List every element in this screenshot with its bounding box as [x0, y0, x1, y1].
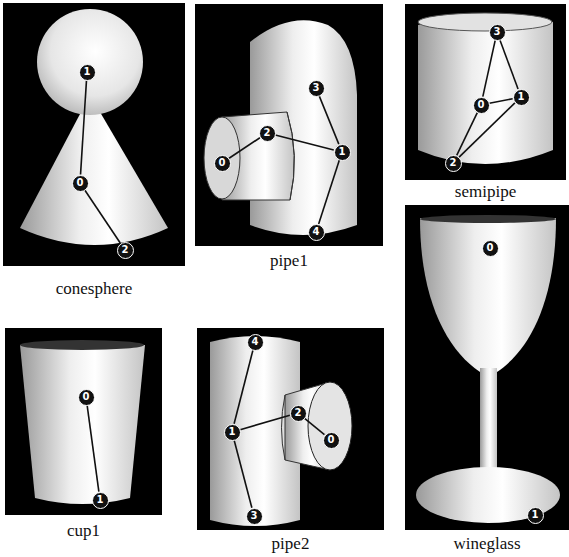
graph-edge [319, 96, 339, 144]
node-number: 2 [450, 158, 457, 168]
node-number: 3 [494, 27, 501, 37]
node-number: 2 [264, 128, 271, 138]
node-circle: 2 [117, 242, 134, 259]
node-number: 2 [122, 245, 129, 255]
node-number: 1 [339, 147, 346, 157]
object-name: pipe2 [270, 535, 312, 554]
node-number: 0 [487, 243, 494, 253]
node-circle: 0 [473, 97, 490, 114]
node-number: 1 [229, 427, 236, 437]
node-number: 1 [532, 510, 539, 520]
object-panel: semipipe3012 [405, 4, 566, 180]
object-panel: pipe132014 [195, 4, 383, 246]
object-panel: pipe241203 [197, 328, 384, 530]
graph-edge [234, 350, 253, 424]
node-number: 1 [84, 67, 91, 77]
object-panel: cup101 [5, 328, 162, 515]
node-circle: 0 [72, 175, 89, 192]
object-panel: wineglass01 [405, 205, 569, 530]
node-circle: 0 [214, 155, 231, 172]
graph-edge [500, 40, 518, 89]
node-circle: 3 [308, 80, 325, 97]
node-number: 4 [252, 337, 259, 347]
graph-edge [319, 160, 340, 224]
graph-edge [229, 138, 260, 159]
node-number: 1 [518, 92, 525, 102]
object-name: semipipe [453, 183, 518, 202]
graph-edge [234, 440, 252, 508]
node-circle: 2 [259, 125, 276, 142]
object-name: pipe1 [268, 252, 310, 271]
node-number: 0 [328, 435, 335, 445]
node-circle: 0 [482, 240, 499, 257]
node-circle: 4 [308, 224, 325, 241]
node-circle: 1 [224, 424, 241, 441]
object-panel: conesphere102 [3, 3, 185, 266]
node-number: 0 [478, 100, 485, 110]
object-name: conesphere [54, 280, 134, 299]
node-circle: 1 [92, 492, 109, 509]
node-number: 2 [295, 408, 302, 418]
node-number: 0 [83, 392, 90, 402]
node-number: 3 [313, 83, 320, 93]
graph-edge [275, 135, 334, 150]
node-circle: 1 [527, 507, 544, 524]
graph-edge [87, 405, 99, 491]
node-circle: 0 [323, 432, 340, 449]
object-name: cup1 [65, 522, 102, 541]
graph-edge [305, 418, 325, 434]
node-number: 0 [219, 158, 226, 168]
graph-edge [489, 99, 512, 104]
node-circle: 1 [79, 64, 96, 81]
object-name: wineglass [451, 535, 522, 554]
graph-edge [81, 80, 87, 174]
node-circle: 1 [513, 89, 530, 106]
graph-edge [483, 40, 495, 96]
node-number: 0 [77, 178, 84, 188]
node-circle: 0 [78, 389, 95, 406]
node-circle: 1 [334, 144, 351, 161]
graph-edge [240, 415, 290, 429]
node-number: 3 [251, 511, 258, 521]
node-circle: 2 [445, 155, 462, 172]
node-circle: 3 [246, 508, 263, 525]
node-number: 1 [97, 495, 104, 505]
node-circle: 2 [290, 405, 307, 422]
node-circle: 3 [489, 24, 506, 41]
node-number: 4 [313, 227, 320, 237]
graph-edge [85, 190, 121, 243]
node-circle: 4 [247, 334, 264, 351]
